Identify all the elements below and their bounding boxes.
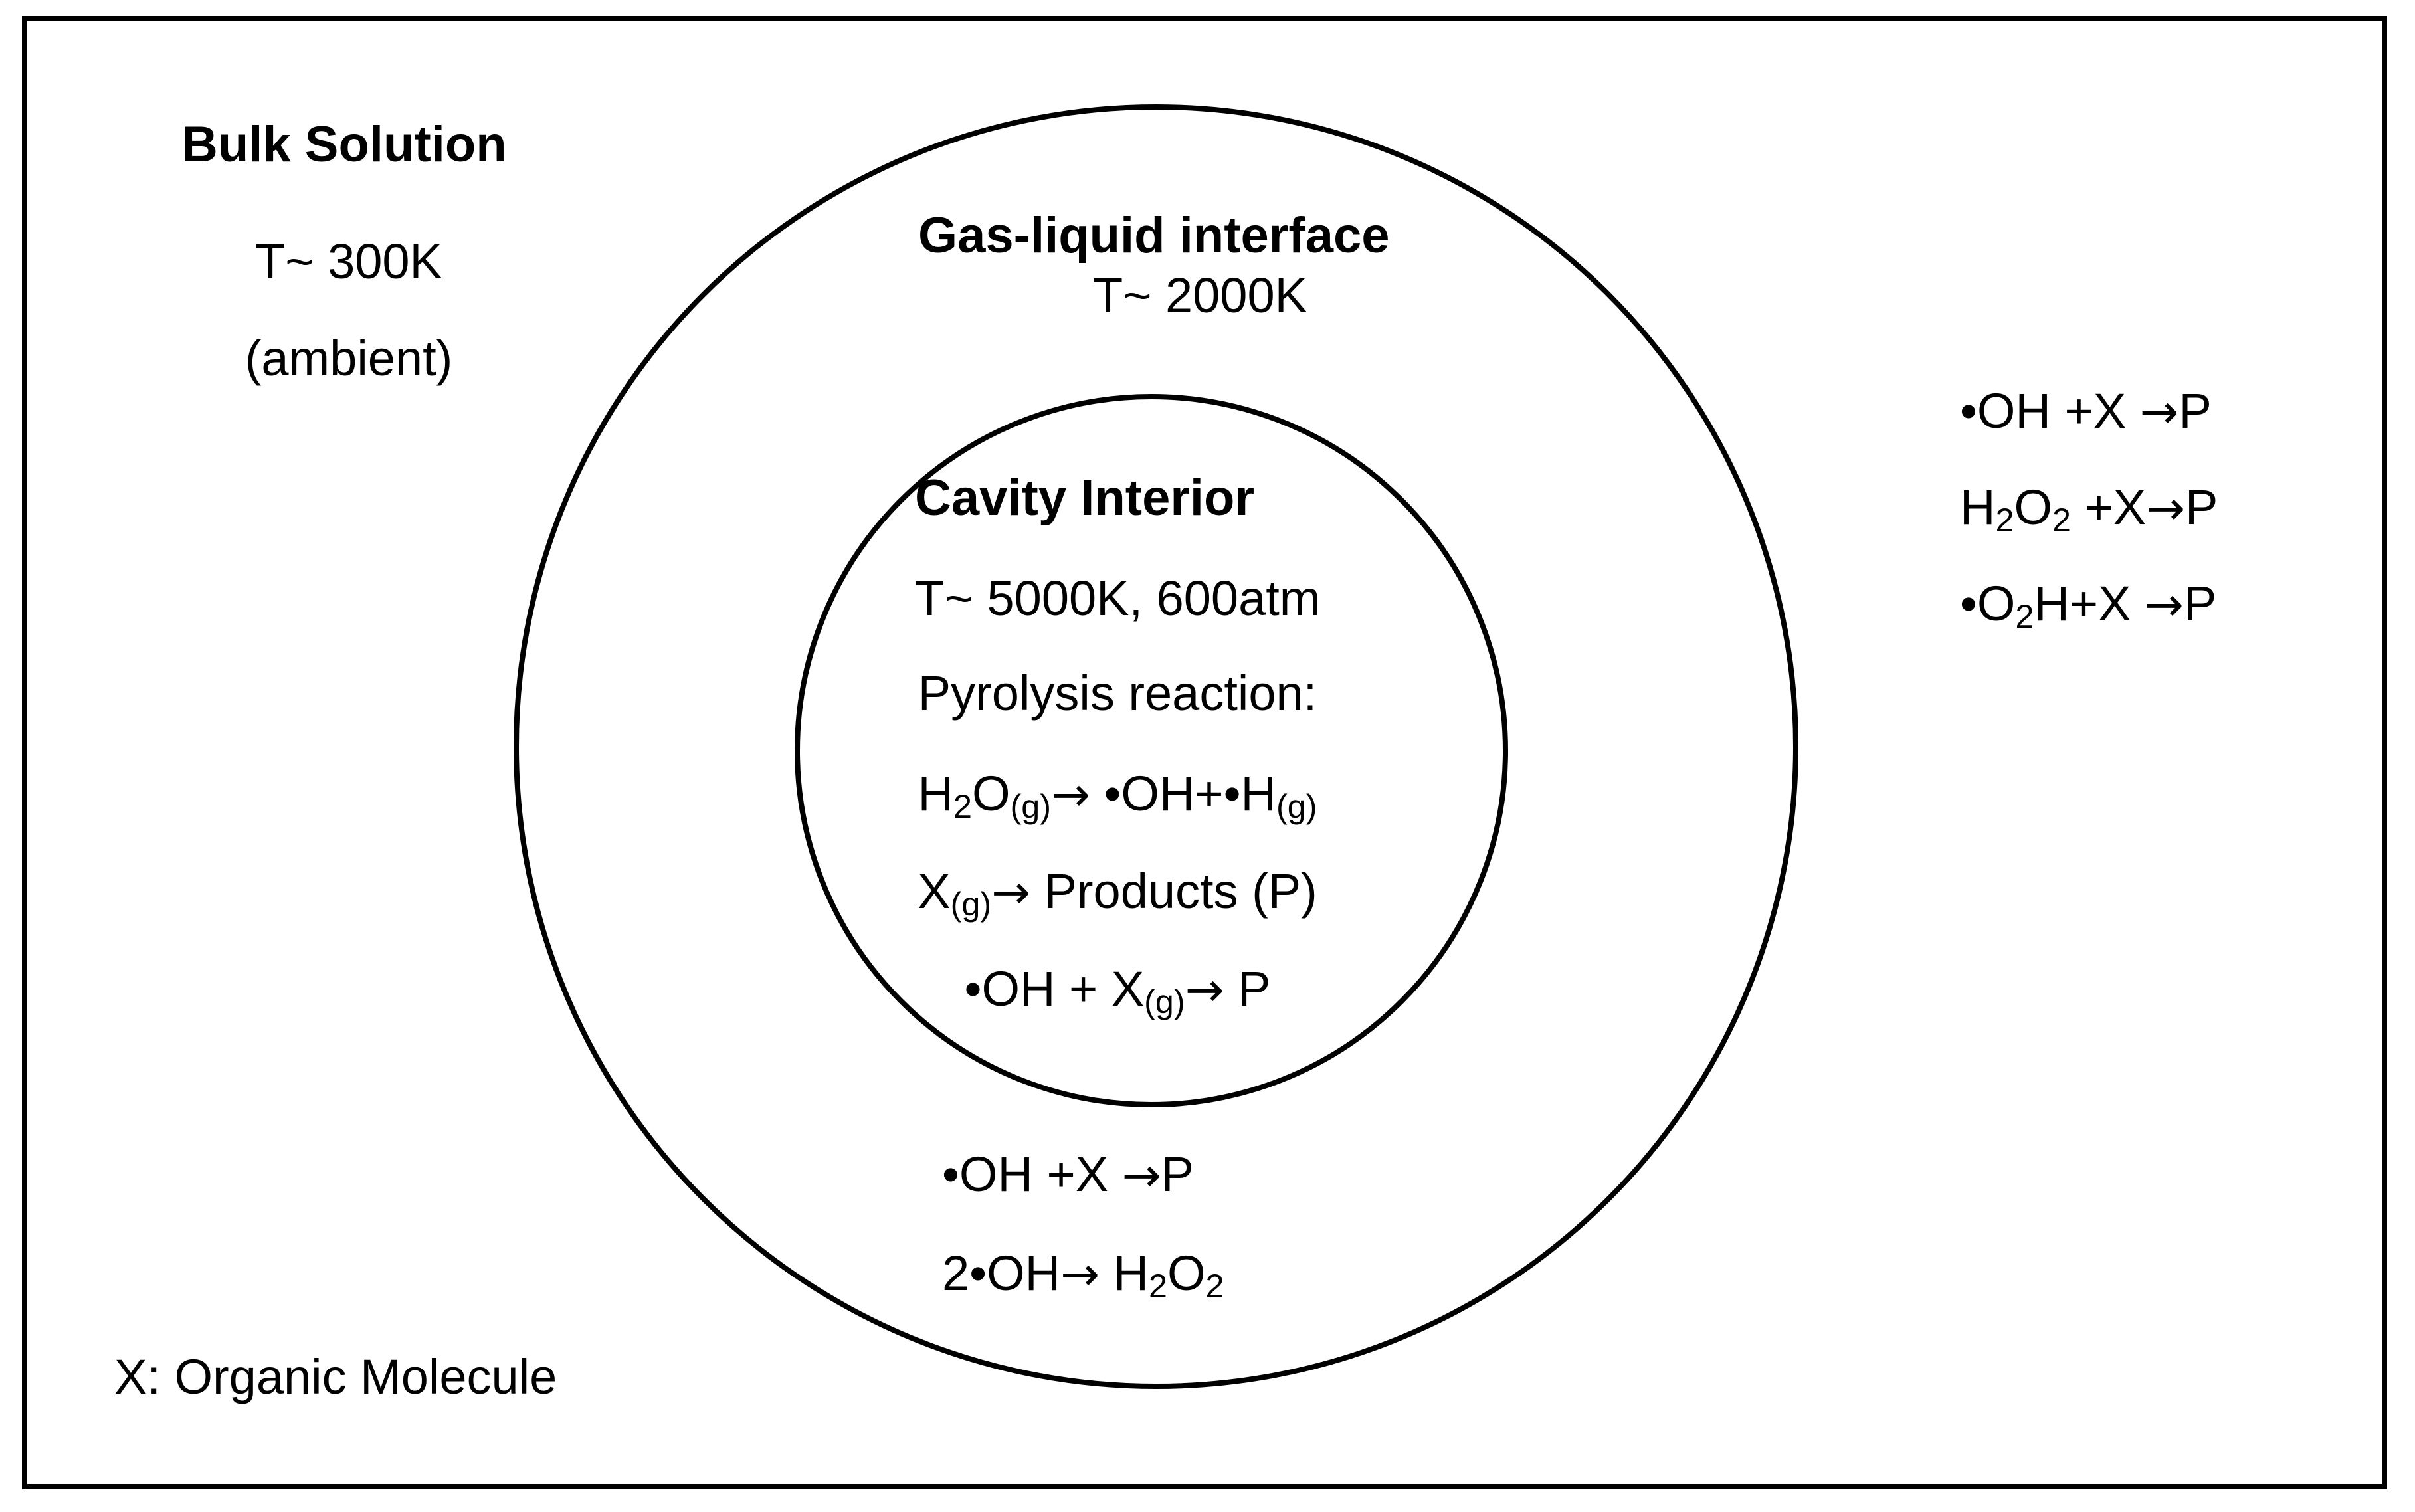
reactant-text: OH +X: [959, 1147, 1122, 1202]
product-element: H: [1099, 1246, 1149, 1301]
reactant-text: +X: [2070, 480, 2147, 535]
reactant-element: X: [918, 864, 951, 919]
phase-subscript: (g): [1010, 787, 1052, 826]
reactant-text: OH: [987, 1246, 1061, 1301]
cavity-reaction-water-pyrolysis: H2O(g)→ •OH+•H(g): [918, 766, 1317, 823]
right-arrow-icon: →: [1185, 963, 1224, 1017]
subscript: 2: [1148, 1267, 1167, 1305]
gas-liquid-interface-boundary: [514, 104, 1798, 1389]
product-text: P: [1224, 961, 1271, 1016]
reactant-element: H: [1960, 480, 1996, 535]
right-arrow-icon: →: [1121, 1148, 1161, 1202]
phase-subscript: (g): [1276, 787, 1317, 826]
phase-subscript: (g): [950, 885, 992, 923]
coefficient: 2: [942, 1246, 970, 1301]
reactant-element: H: [918, 766, 953, 821]
product-text: P: [1161, 1147, 1194, 1202]
reactant-text: OH +X: [1977, 383, 2140, 438]
product-element: O: [1167, 1246, 1206, 1301]
product-text: P: [2178, 383, 2212, 438]
cavity-interior-boundary: [795, 394, 1508, 1107]
organic-molecule-legend: X: Organic Molecule: [114, 1349, 557, 1404]
interface-reaction-oh-x: •OH +X →P: [942, 1150, 1194, 1199]
bulk-solution-title: Bulk Solution: [181, 116, 507, 173]
bulk-solution-ambient-note: (ambient): [244, 331, 453, 386]
subscript: 2: [953, 787, 972, 826]
gas-liquid-interface-title: Gas-liquid interface: [918, 207, 1390, 264]
pyrolysis-reaction-label: Pyrolysis reaction:: [918, 666, 1317, 721]
cavity-interior-conditions: T~ 5000K, 600atm: [914, 571, 1321, 626]
bulk-reaction-o2h-x: •O2H+X →P: [1960, 576, 2217, 633]
cavity-interior-title: Cavity Interior: [915, 470, 1255, 526]
right-arrow-icon: →: [1051, 767, 1090, 822]
bulk-reaction-oh-x: •OH +X →P: [1960, 387, 2212, 436]
product-text: P: [2185, 480, 2218, 535]
reactant-text: H+X: [2034, 576, 2145, 631]
right-arrow-icon: →: [2146, 481, 2186, 535]
interface-reaction-oh-recombination: 2•OH→ H2O2: [942, 1246, 1224, 1303]
subscript: 2: [1995, 501, 2014, 539]
cavity-reaction-x-pyrolysis: X(g)→ Products (P): [918, 864, 1317, 921]
radical-bullet: •: [964, 961, 982, 1016]
radical-bullet: •: [1960, 383, 1977, 438]
cavity-reaction-oh-x: •OH + X(g)→ P: [965, 963, 1271, 1018]
product-text: Products (P): [1030, 864, 1317, 919]
subscript: 2: [2052, 501, 2071, 539]
right-arrow-icon: →: [2139, 385, 2179, 439]
reactant-element: O: [971, 766, 1011, 821]
reactant-element: O: [1977, 576, 2016, 631]
radical-bullet: •: [942, 1147, 959, 1202]
radical-bullet: •: [1960, 576, 1977, 631]
reactant-text: OH + X: [981, 961, 1145, 1016]
subscript: 2: [1205, 1267, 1224, 1305]
product-text: •OH+•H: [1090, 766, 1276, 821]
phase-subscript: (g): [1144, 983, 1185, 1021]
subscript: 2: [2015, 597, 2034, 636]
radical-bullet: •: [969, 1246, 987, 1301]
right-arrow-icon: →: [991, 865, 1030, 919]
right-arrow-icon: →: [2145, 577, 2184, 632]
reactant-element: O: [2014, 480, 2052, 535]
right-arrow-icon: →: [1060, 1247, 1100, 1301]
gas-liquid-interface-temperature: T~ 2000K: [1093, 268, 1307, 323]
product-text: P: [2183, 576, 2217, 631]
diagram-frame: [22, 16, 2387, 1489]
bulk-solution-temperature: T~ 300K: [255, 234, 442, 289]
bulk-reaction-h2o2-x: H2O2 +X→P: [1960, 480, 2218, 537]
